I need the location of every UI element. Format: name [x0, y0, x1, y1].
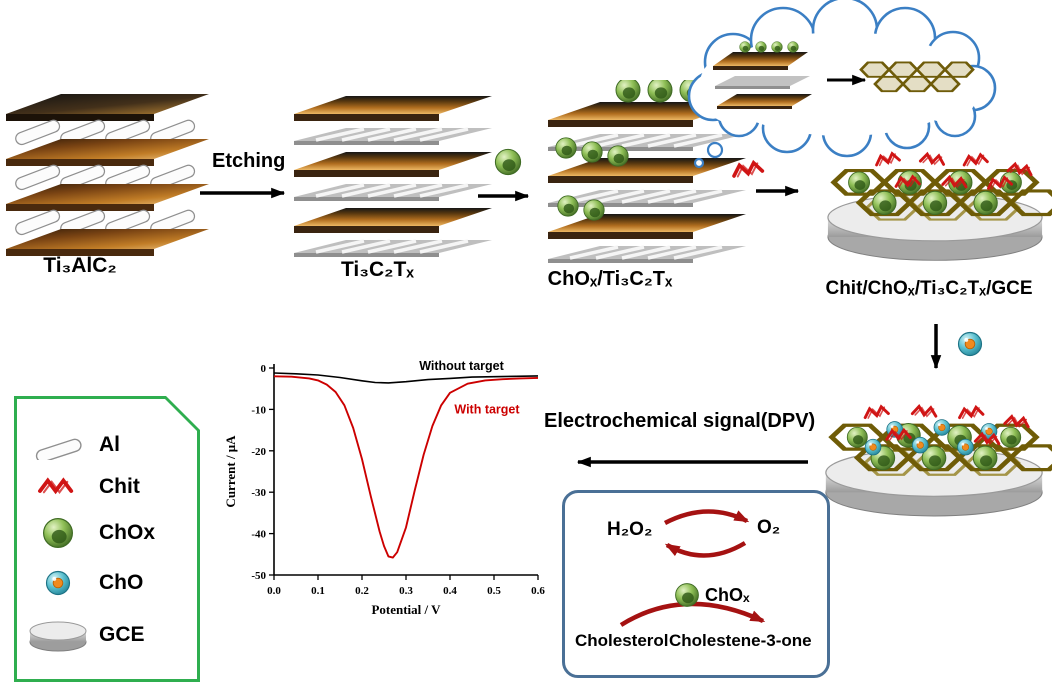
svg-text:0: 0 — [261, 363, 267, 375]
chox-ti3c2tx-structure — [548, 80, 746, 263]
legend-box: Al Chit ChOx ChO — [14, 396, 200, 682]
cho-sphere-icon — [957, 331, 983, 357]
legend-label: GCE — [99, 623, 145, 647]
incubation-arrow — [930, 324, 983, 370]
cloud-tail — [693, 141, 724, 169]
cloud-mini-stack — [713, 41, 975, 109]
step3-label: ChOₓ/Ti₃C₂Tₓ — [547, 268, 673, 290]
legend-label: Chit — [99, 475, 140, 499]
svg-text:0.6: 0.6 — [531, 585, 545, 597]
ti3c2tx-structure — [294, 96, 492, 257]
h2o2-to-o2-arrow — [663, 509, 750, 525]
etching-arrow — [200, 187, 286, 199]
step1-label: Ti₃AlC₂ — [43, 254, 117, 277]
h2o2-label: H₂O₂ — [607, 519, 653, 540]
assembly-arrow — [756, 185, 800, 197]
reaction-arrows — [619, 509, 766, 627]
exfoliated-sheet — [294, 239, 492, 257]
chox-sphere-icon — [25, 515, 91, 551]
signal-arrow — [576, 456, 808, 468]
svg-text:-40: -40 — [251, 529, 266, 541]
step4-label: Chit/ChOₓ/Ti₃C₂Tₓ/GCE — [825, 278, 1033, 299]
exfoliated-sheet — [294, 127, 492, 145]
legend-item-chit: Chit — [25, 474, 197, 500]
cholestene-label: Cholestene-3-one — [669, 631, 812, 650]
svg-text:-30: -30 — [251, 487, 266, 499]
svg-text:-50: -50 — [251, 570, 266, 582]
legend-item-gce: GCE — [25, 614, 197, 656]
al-cylinder-icon — [25, 430, 91, 460]
svg-text:Without target: Without target — [419, 359, 504, 373]
cho-sphere-icon — [25, 566, 91, 600]
legend-label: Al — [99, 432, 120, 456]
legend-rows: Al Chit ChOx ChO — [17, 399, 197, 679]
svg-text:Potential / V: Potential / V — [371, 602, 441, 617]
svg-text:-20: -20 — [251, 446, 266, 458]
chit-squiggle-icon — [25, 474, 91, 500]
legend-item-chox: ChOx — [25, 515, 197, 551]
svg-text:With target: With target — [454, 403, 520, 417]
svg-text:0.1: 0.1 — [311, 585, 325, 597]
cholesterol-label: Cholesterol — [575, 631, 669, 650]
chox-sphere-icon — [675, 583, 699, 607]
legend-item-cho: ChO — [25, 566, 197, 600]
o2-label: O₂ — [757, 517, 781, 538]
chox-enzyme-label: ChOₓ — [705, 585, 750, 605]
svg-text:0.5: 0.5 — [487, 585, 501, 597]
step2-label: Ti₃C₂Tₓ — [340, 258, 414, 281]
svg-text:-10: -10 — [251, 404, 266, 416]
legend-label: ChO — [99, 570, 144, 594]
etching-label: Etching — [212, 150, 286, 172]
gce-disc-icon — [25, 614, 91, 656]
legend-item-al: Al — [25, 430, 197, 460]
svg-text:0.2: 0.2 — [355, 585, 369, 597]
svg-text:0.4: 0.4 — [443, 585, 457, 597]
adsorption-arrow — [478, 190, 530, 202]
thought-cloud — [687, 0, 997, 169]
exfoliated-sheet — [294, 183, 492, 201]
legend-label: ChOx — [99, 520, 156, 544]
electrode-with-target — [825, 404, 1052, 517]
svg-text:Current / μA: Current / μA — [223, 435, 238, 508]
signal-label: Electrochemical signal(DPV) — [544, 410, 816, 432]
cholesterol-to-product-arrow — [619, 601, 766, 627]
reaction-cycle-box: H₂O₂ O₂ ChOₓ Cholesterol Cholestene-3-on… — [562, 490, 830, 678]
o2-to-h2o2-arrow — [664, 541, 747, 558]
modified-electrode — [827, 151, 1052, 261]
svg-text:0.3: 0.3 — [399, 585, 413, 597]
chox-sphere-icon — [494, 148, 522, 176]
svg-text:0.0: 0.0 — [267, 585, 281, 597]
ti3alc2-structure — [6, 94, 209, 256]
